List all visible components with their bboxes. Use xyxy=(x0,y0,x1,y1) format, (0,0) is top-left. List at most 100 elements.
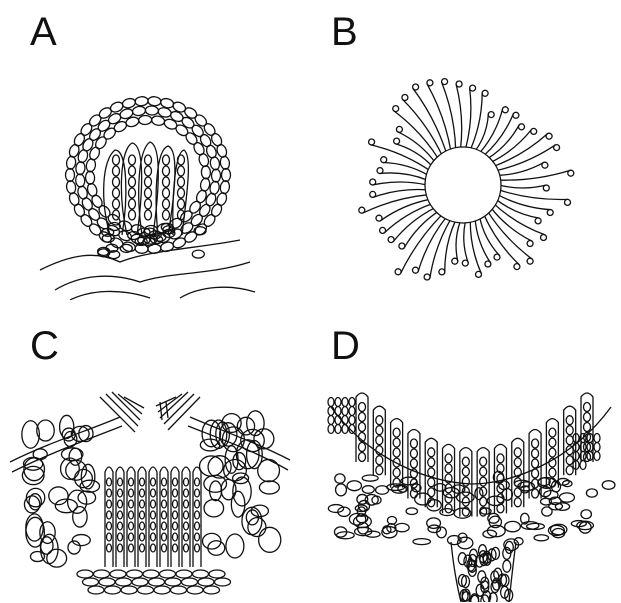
wall-cell xyxy=(66,156,77,170)
appendage-tip xyxy=(424,274,430,280)
cleistothecium-drawing xyxy=(311,0,621,300)
ascospore xyxy=(145,188,152,198)
ascospore xyxy=(428,478,435,487)
wall-cell xyxy=(85,158,96,172)
ascospore xyxy=(514,458,521,467)
ascospore xyxy=(566,416,573,425)
ascospore xyxy=(140,500,145,508)
margin-cell xyxy=(328,416,334,425)
ascospore xyxy=(118,533,123,541)
excipulum-cell xyxy=(347,481,361,491)
ascospore xyxy=(129,522,134,530)
ascospore xyxy=(376,426,383,435)
appendage-tip xyxy=(413,84,419,90)
excipulum-cell xyxy=(427,518,441,529)
wall-cell xyxy=(49,487,68,505)
ascospore xyxy=(514,498,521,507)
wall-cell xyxy=(233,453,246,470)
ascospore xyxy=(107,511,112,519)
appendage-tip xyxy=(527,258,533,264)
wall-cell xyxy=(259,527,281,552)
ascospore xyxy=(184,522,189,530)
ascospore xyxy=(393,428,400,437)
appendage xyxy=(370,145,430,171)
appendage xyxy=(456,221,460,262)
apothecium-drawing xyxy=(311,302,621,602)
ascospore xyxy=(129,544,134,552)
ascospore xyxy=(532,469,539,478)
embedded-ascocarp-drawing xyxy=(0,302,310,602)
appendage-tip xyxy=(456,81,462,87)
excipulum-cell xyxy=(362,475,378,481)
excipulum-cell xyxy=(581,510,591,519)
wall-cell xyxy=(197,202,212,218)
wall-cell xyxy=(87,222,103,237)
wall-cell xyxy=(209,570,225,578)
margin-cell xyxy=(335,425,341,434)
wall-cell xyxy=(87,127,102,143)
ascospore xyxy=(410,449,417,458)
ascospore xyxy=(376,466,383,475)
ascospore xyxy=(129,511,134,519)
excipulum-cell xyxy=(505,521,521,531)
ascospore xyxy=(162,544,167,552)
wall-cell xyxy=(202,213,217,229)
ascospore xyxy=(173,544,178,552)
appendage-tip xyxy=(502,107,508,113)
ascospore xyxy=(162,500,167,508)
appendage-tip xyxy=(535,218,541,224)
ascospore xyxy=(162,489,167,497)
wall-cell xyxy=(66,180,77,194)
ascospore xyxy=(140,478,145,486)
excipulum-cell xyxy=(586,489,597,497)
appendage-tip xyxy=(393,106,399,112)
ascospore xyxy=(173,489,178,497)
ascocarp-body xyxy=(425,147,501,223)
ascospore xyxy=(480,477,487,486)
wall-cell xyxy=(171,586,187,594)
ascospore xyxy=(178,199,185,209)
ascospore xyxy=(376,436,383,445)
ascospore xyxy=(359,453,366,462)
ascospore xyxy=(107,533,112,541)
ascospore xyxy=(107,478,112,486)
wall-cell xyxy=(192,250,204,258)
appendage xyxy=(464,221,469,263)
appendage-tip xyxy=(543,185,549,191)
ascospore xyxy=(163,177,170,187)
wall-cell xyxy=(258,459,280,481)
appendage-tip xyxy=(554,145,560,151)
wall-cell xyxy=(226,534,244,558)
appendage xyxy=(373,182,427,185)
wall-cell xyxy=(184,131,199,147)
appendage xyxy=(393,208,435,242)
stipe-cell xyxy=(458,553,466,565)
ascospore xyxy=(549,448,556,457)
ascospore xyxy=(162,511,167,519)
ascospore xyxy=(129,166,136,176)
ascospore xyxy=(113,188,120,198)
ascospore xyxy=(140,544,145,552)
ascospore xyxy=(173,522,178,530)
ascospore xyxy=(410,469,417,478)
ascospore xyxy=(178,166,185,176)
ascospore xyxy=(195,522,200,530)
ascospore xyxy=(532,449,539,458)
wall-cell xyxy=(201,166,211,179)
ascospore xyxy=(173,511,178,519)
wall-cell xyxy=(75,161,85,175)
appendage xyxy=(480,217,500,256)
ascospore xyxy=(151,544,156,552)
ascospore xyxy=(497,454,504,463)
wall-cell xyxy=(247,411,264,436)
appendage xyxy=(466,88,471,149)
wall-cell xyxy=(132,578,148,586)
ascospore xyxy=(480,467,487,476)
ascospore xyxy=(140,522,145,530)
wall-cell xyxy=(210,481,222,501)
margin-cell xyxy=(349,398,355,407)
appendage-tip xyxy=(452,258,458,264)
wall-cell xyxy=(68,490,87,513)
appendage xyxy=(499,190,568,200)
appendage xyxy=(427,84,451,151)
